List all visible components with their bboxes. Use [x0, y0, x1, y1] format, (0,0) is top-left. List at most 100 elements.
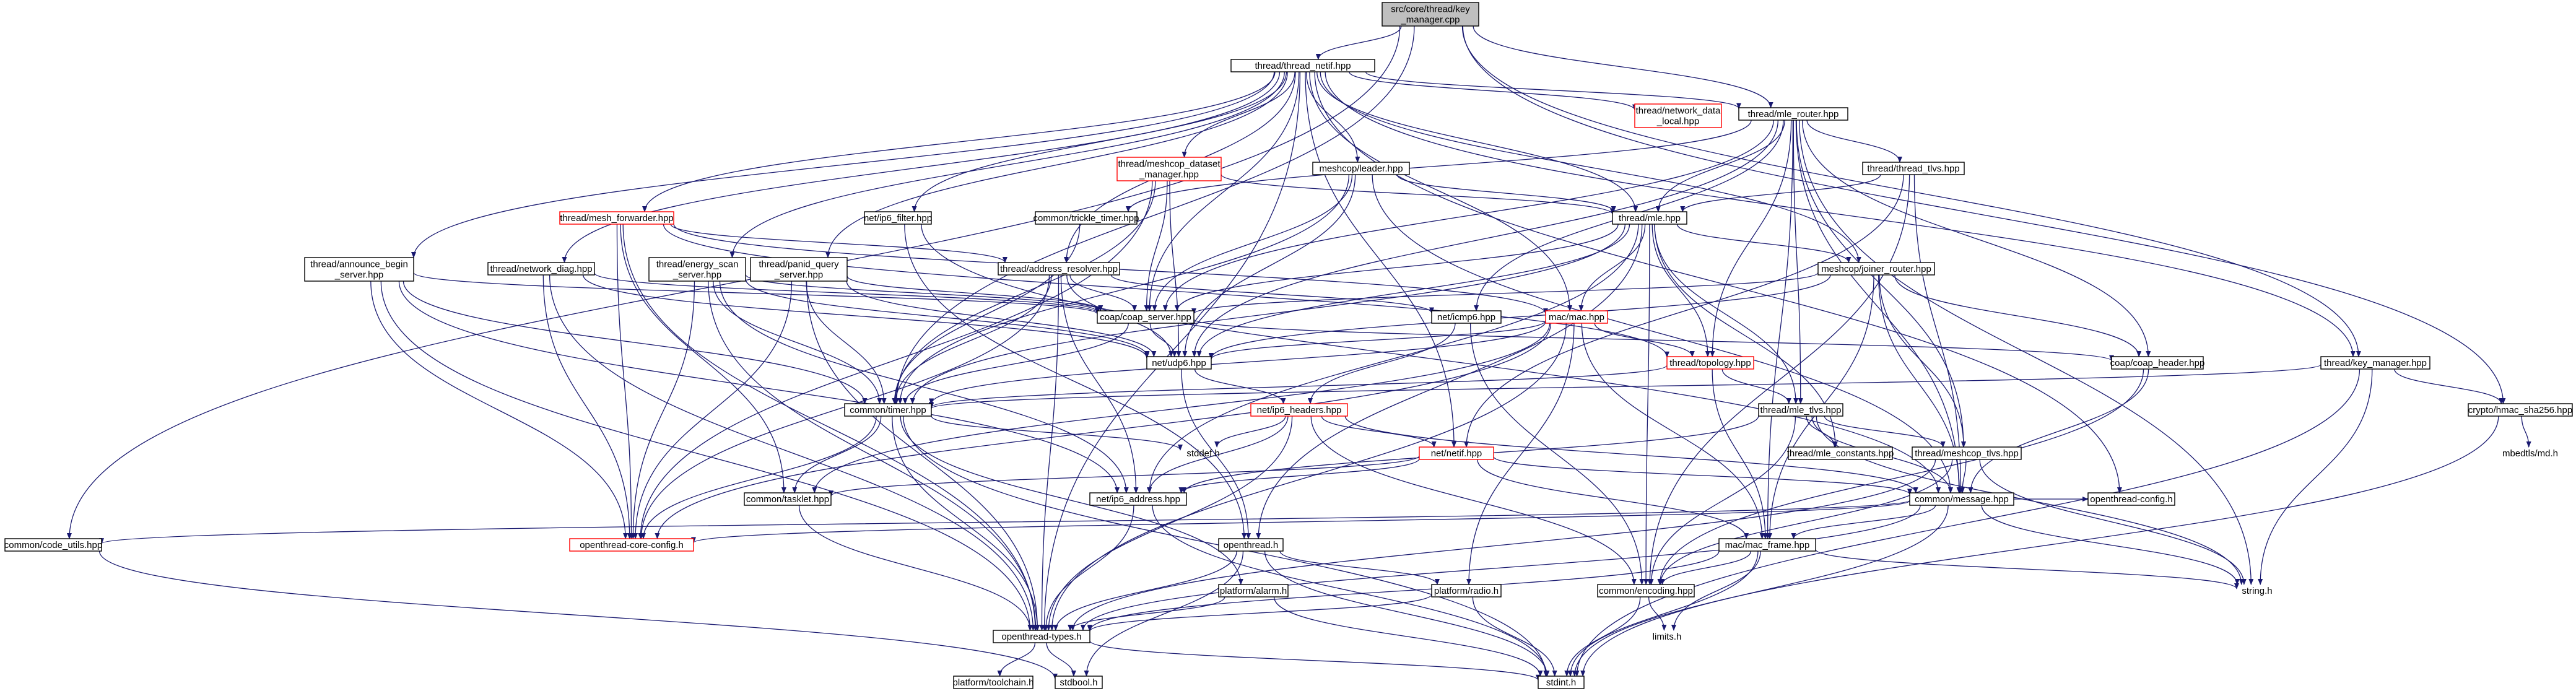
- edge-announce_begin-to-timer: [402, 280, 868, 404]
- edge-thread_netif-to-key_manager: [1325, 71, 2356, 357]
- node-thread_tlvs[interactable]: thread/thread_tlvs.hpp: [1862, 162, 1965, 175]
- edge-timer-to-stddef: [931, 415, 1183, 451]
- edge-mle_router-to-udp6: [1191, 120, 1778, 357]
- node-mle_constants[interactable]: thread/mle_constants.hpp: [1787, 446, 1894, 460]
- edge-ip6_headers-to-stddef: [1214, 415, 1286, 448]
- edge-ip6_filter-to-message: [921, 224, 1941, 493]
- node-meshcop_tlvs[interactable]: thread/meshcop_tlvs.hpp: [1912, 446, 2022, 460]
- node-stddef[interactable]: stddef.h: [1180, 447, 1226, 459]
- node-label-stdint: stdint.h: [1546, 677, 1576, 688]
- node-timer[interactable]: common/timer.hpp: [844, 403, 932, 417]
- node-icmp6[interactable]: net/icmp6.hpp: [1431, 310, 1502, 324]
- node-energy_scan[interactable]: thread/energy_scan_server.hpp: [648, 257, 746, 282]
- node-core_config[interactable]: openthread-core-config.h: [569, 538, 694, 552]
- node-mac[interactable]: mac/mac.hpp: [1545, 310, 1608, 324]
- edge-timer-to-alarm: [900, 415, 1243, 585]
- node-box-topology: [1666, 356, 1754, 370]
- node-network_data_local[interactable]: thread/network_data_local.hpp: [1634, 103, 1722, 128]
- node-label-root-line-1: src/core/thread/key: [1391, 4, 1470, 15]
- node-toolchain[interactable]: platform/toolchain.h: [953, 676, 1034, 689]
- edge-key_manager-to-timer: [929, 364, 2321, 409]
- edge-joiner_router-to-udp6: [1209, 274, 1831, 359]
- node-stdbool[interactable]: stdbool.h: [1055, 676, 1103, 689]
- node-box-mesh_forwarder: [559, 211, 674, 225]
- edge-mac-to-core_config: [655, 323, 1552, 539]
- edge-panid_query-to-timer: [806, 280, 887, 404]
- node-openthread_h[interactable]: openthread.h: [1218, 538, 1284, 552]
- edge-coap_header-to-encoding: [1657, 368, 2144, 585]
- node-label-timer: common/timer.hpp: [850, 405, 926, 415]
- node-box-panid_query: [750, 257, 848, 282]
- node-network_diag[interactable]: thread/network_diag.hpp: [487, 262, 595, 276]
- nodes-layer: src/core/thread/key_manager.cpp thread/th…: [4, 2, 2573, 689]
- node-panid_query[interactable]: thread/panid_query_server.hpp: [750, 257, 848, 282]
- node-label-energy_scan-line-2: _server.hpp: [672, 270, 721, 280]
- node-message[interactable]: common/message.hpp: [1909, 492, 2014, 506]
- edge-icmp6-to-encoding: [1469, 323, 1645, 585]
- node-encoding[interactable]: common/encoding.hpp: [1597, 584, 1695, 598]
- node-stdint[interactable]: stdint.h: [1538, 676, 1585, 689]
- edge-topology-to-timer: [929, 365, 1668, 408]
- node-meshcop_leader[interactable]: meshcop/leader.hpp: [1312, 162, 1410, 175]
- node-trickle_timer[interactable]: common/trickle_timer.hpp: [1033, 211, 1139, 225]
- edge-alarm-to-stdint: [1273, 596, 1543, 677]
- edge-meshcop_dataset_manager-to-coap_server: [1144, 180, 1168, 311]
- node-box-mle_constants: [1788, 446, 1893, 460]
- node-thread_netif[interactable]: thread/thread_netif.hpp: [1230, 59, 1375, 72]
- node-mle_router[interactable]: thread/mle_router.hpp: [1738, 107, 1848, 121]
- node-ip6_headers[interactable]: net/ip6_headers.hpp: [1250, 403, 1348, 417]
- node-box-tasklet: [744, 492, 832, 506]
- node-udp6[interactable]: net/udp6.hpp: [1146, 356, 1212, 370]
- node-tasklet[interactable]: common/tasklet.hpp: [744, 492, 832, 506]
- node-code_utils[interactable]: common/code_utils.hpp: [4, 538, 102, 552]
- node-meshcop_dataset_manager[interactable]: thread/meshcop_dataset_manager.hpp: [1116, 157, 1222, 181]
- edge-mac-to-ot_types: [1049, 323, 1567, 631]
- node-ot_config[interactable]: openthread-config.h: [2087, 492, 2175, 506]
- node-ip6_address[interactable]: net/ip6_address.hpp: [1089, 492, 1187, 506]
- edge-thread_tlvs-to-message: [1913, 174, 1964, 493]
- edge-mesh_forwarder-to-topology: [663, 224, 1669, 358]
- edge-mac-to-mac_frame: [1581, 323, 1765, 539]
- node-limits[interactable]: limits.h: [1647, 630, 1687, 643]
- node-key_manager[interactable]: thread/key_manager.hpp: [2320, 356, 2430, 370]
- node-string_h[interactable]: string.h: [2237, 585, 2278, 597]
- node-ot_types[interactable]: openthread-types.h: [993, 630, 1090, 643]
- node-thread_mle[interactable]: thread/mle.hpp: [1612, 211, 1687, 225]
- edge-meshcop_dataset_manager-to-udp6: [1169, 180, 1181, 357]
- edge-mac-to-tasklet: [812, 323, 1551, 493]
- edge-thread_netif-to-meshcop_dataset_manager: [1181, 71, 1295, 158]
- edge-announce_begin-to-core_config: [370, 280, 629, 539]
- node-box-ip6_headers: [1250, 403, 1348, 417]
- node-label-mle_constants: thread/mle_constants.hpp: [1787, 448, 1894, 459]
- node-announce_begin[interactable]: thread/announce_begin_server.hpp: [304, 257, 414, 282]
- node-label-encoding: common/encoding.hpp: [1599, 586, 1693, 596]
- node-box-mle_router: [1738, 107, 1848, 121]
- node-joiner_router[interactable]: meshcop/joiner_router.hpp: [1817, 262, 1935, 276]
- edge-hmac_sha256-to-mbedtls_md: [2521, 415, 2531, 448]
- node-mac_frame[interactable]: mac/mac_frame.hpp: [1718, 538, 1816, 552]
- edge-meshcop_leader-to-coap_server: [1152, 174, 1353, 311]
- node-ip6_filter[interactable]: net/ip6_filter.hpp: [864, 211, 932, 225]
- node-mesh_forwarder[interactable]: thread/mesh_forwarder.hpp: [559, 211, 674, 225]
- edge-ip6_headers-to-netif: [1321, 415, 1437, 448]
- edge-thread_netif-to-mesh_forwarder: [642, 71, 1276, 212]
- node-alarm[interactable]: platform/alarm.h: [1218, 584, 1289, 598]
- node-label-ip6_filter: net/ip6_filter.hpp: [864, 213, 932, 224]
- node-coap_server[interactable]: coap/coap_server.hpp: [1097, 310, 1194, 324]
- node-hmac_sha256[interactable]: crypto/hmac_sha256.hpp: [2468, 403, 2573, 417]
- node-mbedtls_md[interactable]: mbedtls/md.h: [2502, 447, 2559, 459]
- node-address_resolver[interactable]: thread/address_resolver.hpp: [998, 262, 1120, 276]
- edge-mac_frame-to-encoding: [1660, 550, 1752, 585]
- edge-tasklet-to-ot_types: [798, 505, 1033, 631]
- node-root[interactable]: src/core/thread/key_manager.cpp: [1382, 2, 1479, 27]
- node-box-thread_tlvs: [1862, 162, 1965, 175]
- node-mle_tlvs[interactable]: thread/mle_tlvs.hpp: [1758, 403, 1843, 417]
- edge-trickle_timer-to-timer: [892, 224, 1081, 404]
- node-box-core_config: [569, 538, 694, 552]
- edge-mac-to-udp6: [1209, 320, 1546, 360]
- node-topology[interactable]: thread/topology.hpp: [1666, 356, 1754, 370]
- node-netif[interactable]: net/netif.hpp: [1419, 446, 1494, 460]
- node-radio[interactable]: platform/radio.h: [1431, 584, 1502, 598]
- node-coap_header[interactable]: coap/coap_header.hpp: [2110, 356, 2205, 370]
